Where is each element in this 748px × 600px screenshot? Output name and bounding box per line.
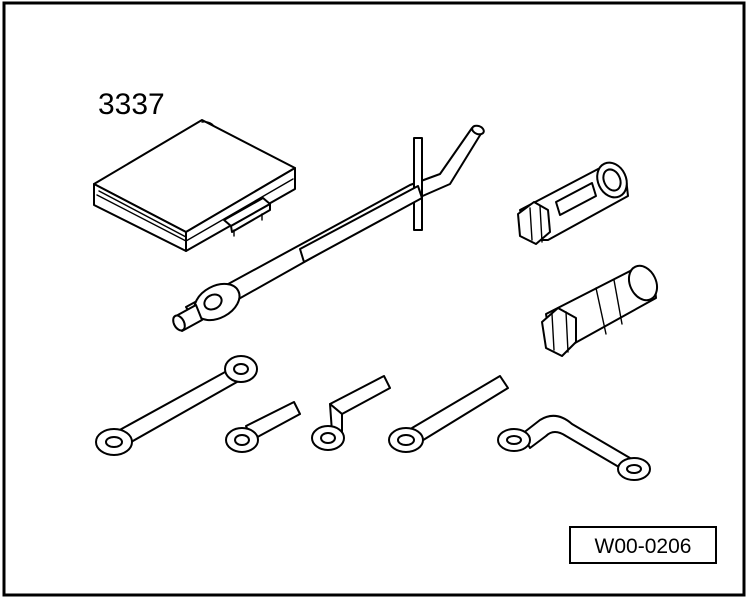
short-ring-spanner: [225, 401, 301, 453]
figure-reference-label: W00-0206: [595, 535, 692, 558]
double-ring-spanner: [95, 355, 258, 456]
cranked-ring-spanner: [497, 414, 651, 481]
socket-lower: [541, 264, 659, 357]
long-ring-spanner: [388, 375, 509, 453]
tool-case: [93, 119, 296, 252]
socket-upper: [517, 161, 629, 245]
part-number-label: 3337: [98, 88, 165, 121]
long-ring-wrench: [172, 124, 485, 332]
offset-ring-spanner: [311, 375, 391, 451]
figure-reference-box: W00-0206: [569, 526, 717, 564]
